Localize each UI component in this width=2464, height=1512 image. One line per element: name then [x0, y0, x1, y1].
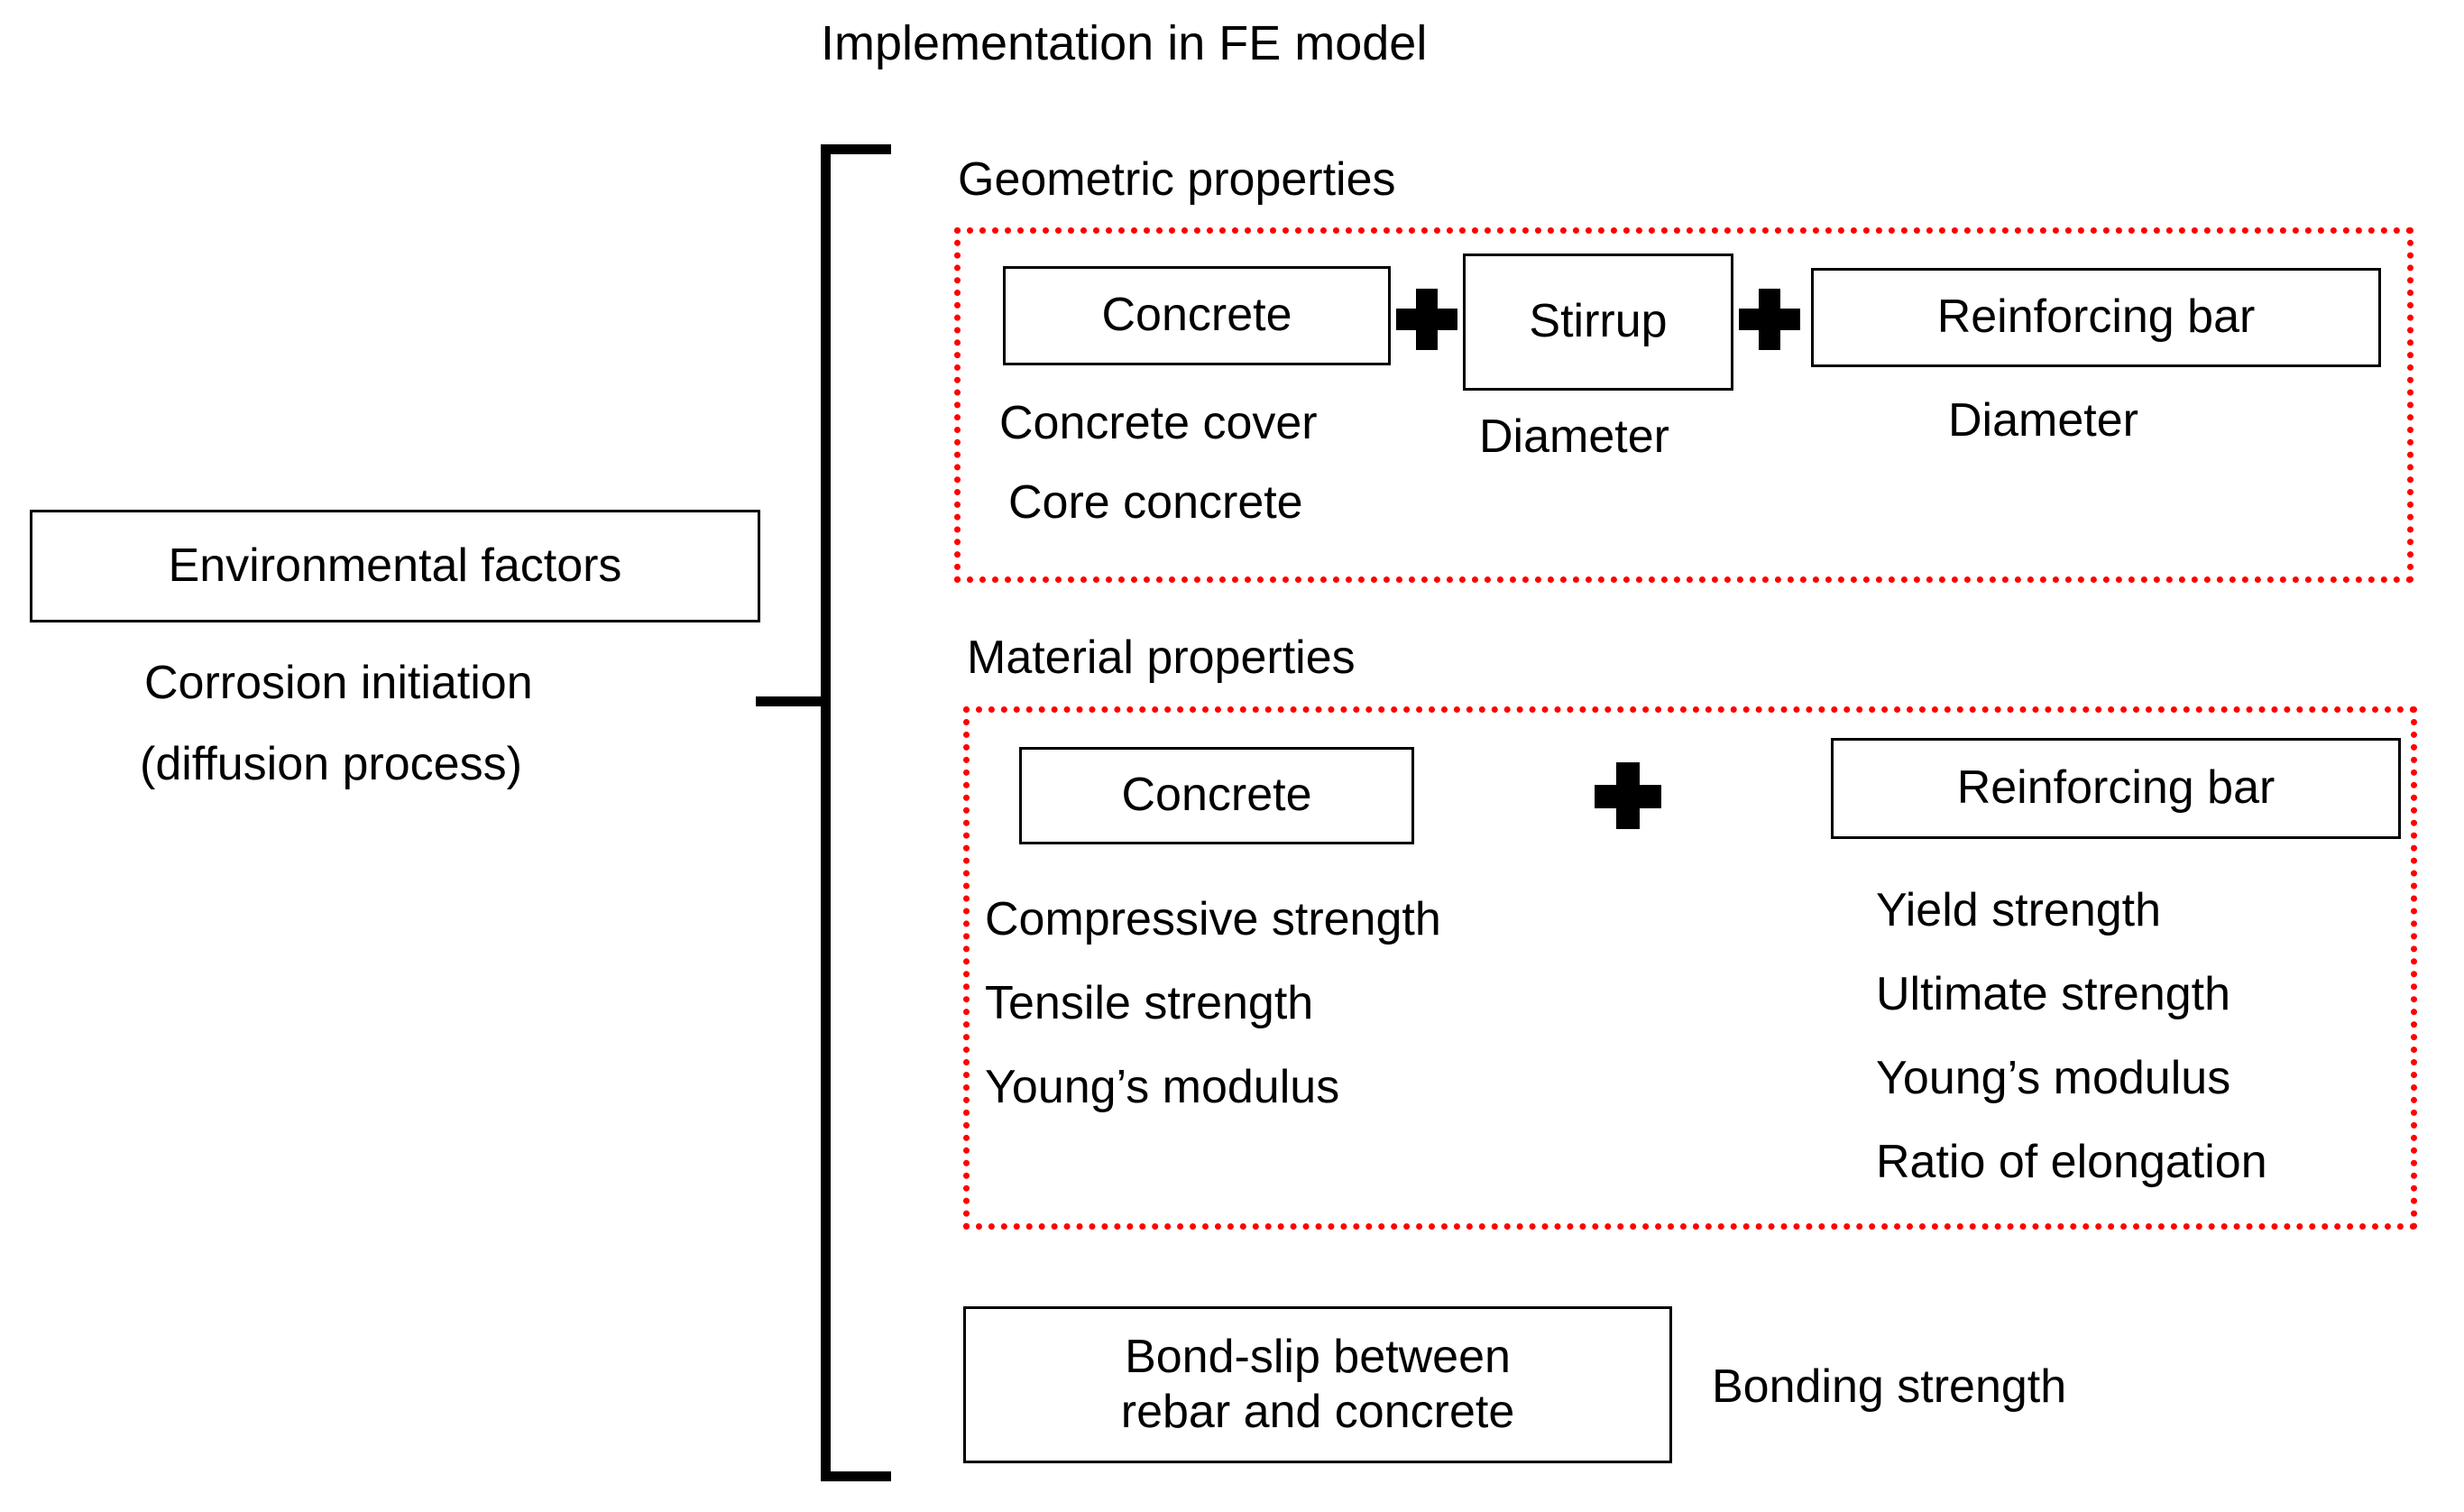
material-concrete-sublabel-0: Compressive strength — [985, 893, 1441, 945]
material-reinforcing-bar-sublabel-1: Ultimate strength — [1876, 968, 2231, 1020]
material-concrete-sublabel-1: Tensile strength — [985, 977, 1314, 1029]
bracket-vertical — [821, 144, 831, 1481]
material-concrete-label: Concrete — [1121, 769, 1312, 822]
geometric-stirrup-label: Stirrup — [1529, 295, 1668, 348]
material-reinforcing-bar-sublabel-0: Yield strength — [1876, 884, 2162, 936]
material-concrete-box[interactable]: Concrete — [1019, 747, 1414, 844]
geometric-properties-heading: Geometric properties — [958, 153, 1396, 206]
material-reinforcing-bar-box[interactable]: Reinforcing bar — [1831, 738, 2401, 839]
geometric-properties-group — [954, 227, 2413, 583]
bond-slip-line2: rebar and concrete — [1120, 1386, 1515, 1438]
material-reinforcing-bar-sublabel-2: Young’s modulus — [1876, 1052, 2231, 1104]
bracket-bottom-arm — [821, 1471, 891, 1481]
geometric-reinforcing-bar-sublabel-0: Diameter — [1948, 394, 2138, 447]
material-concrete-sublabel-2: Young’s modulus — [985, 1061, 1340, 1113]
geometric-reinforcing-bar-box[interactable]: Reinforcing bar — [1811, 268, 2381, 367]
corrosion-initiation-line1: Corrosion initiation — [144, 657, 533, 709]
geometric-concrete-sublabel-1: Core concrete — [1008, 476, 1303, 529]
plus-icon — [1739, 289, 1800, 350]
page-title: Implementation in FE model — [821, 16, 1428, 70]
bracket-top-arm — [821, 144, 891, 154]
geometric-reinforcing-bar-label: Reinforcing bar — [1936, 290, 2256, 344]
bonding-strength-caption: Bonding strength — [1712, 1360, 2067, 1413]
geometric-concrete-box[interactable]: Concrete — [1003, 266, 1391, 365]
geometric-concrete-label: Concrete — [1101, 289, 1292, 342]
geometric-stirrup-sublabel-0: Diameter — [1479, 410, 1669, 463]
plus-icon — [1595, 762, 1661, 829]
plus-icon — [1396, 289, 1457, 350]
connector-stub — [756, 696, 830, 706]
material-reinforcing-bar-label: Reinforcing bar — [1956, 761, 2276, 815]
bond-slip-box[interactable]: Bond-slip between rebar and concrete — [963, 1306, 1672, 1463]
material-properties-group — [963, 706, 2417, 1230]
bond-slip-line1: Bond-slip between — [1125, 1330, 1511, 1383]
environmental-factors-label: Environmental factors — [168, 539, 622, 592]
environmental-factors-box[interactable]: Environmental factors — [30, 510, 760, 622]
material-properties-heading: Material properties — [967, 632, 1356, 684]
corrosion-initiation-line2: (diffusion process) — [140, 738, 522, 790]
geometric-concrete-sublabel-0: Concrete cover — [999, 397, 1318, 449]
geometric-stirrup-box[interactable]: Stirrup — [1463, 254, 1733, 391]
material-reinforcing-bar-sublabel-3: Ratio of elongation — [1876, 1136, 2267, 1188]
